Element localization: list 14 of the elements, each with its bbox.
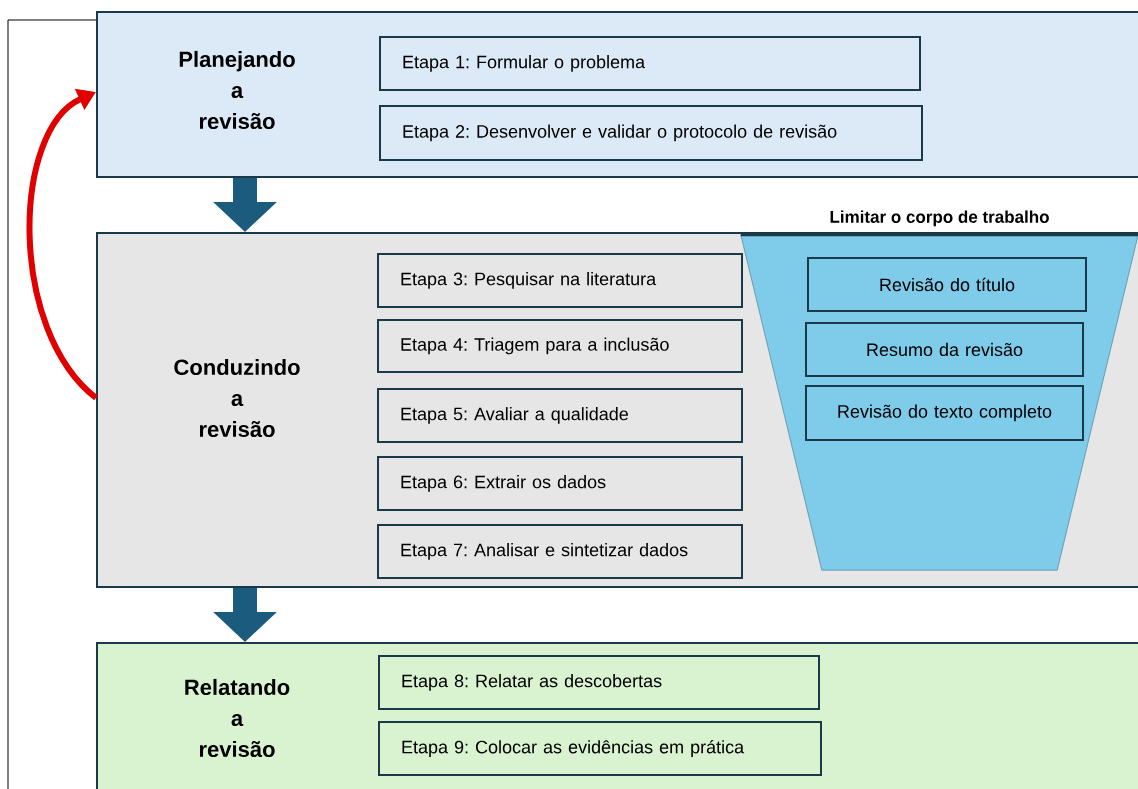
node-label: Limitar o corpo de trabalho [830,210,1049,227]
step-box: Etapa 7: Analisar e sintetizar dados [377,524,743,579]
step-box: Etapa 3: Pesquisar na literatura [377,253,743,308]
step-box: Etapa 5: Avaliar a qualidade [377,388,743,443]
step-box: Resumo da revisão [805,322,1084,377]
step-box: Etapa 9: Colocar as evidências em prática [378,721,822,776]
step-box: Revisão do texto completo [805,385,1084,441]
step-box: Etapa 8: Relatar as descobertas [378,655,820,710]
step-box: Etapa 4: Triagem para a inclusão [377,319,743,373]
step-box: Etapa 6: Extrair os dados [377,456,743,511]
feedback-arrow [26,88,99,401]
step-box: Revisão do título [807,257,1087,312]
step-box: Etapa 1: Formular o problema [379,36,921,91]
step-box: Etapa 2: Desenvolver e validar o protocolo de revisão [379,105,923,161]
